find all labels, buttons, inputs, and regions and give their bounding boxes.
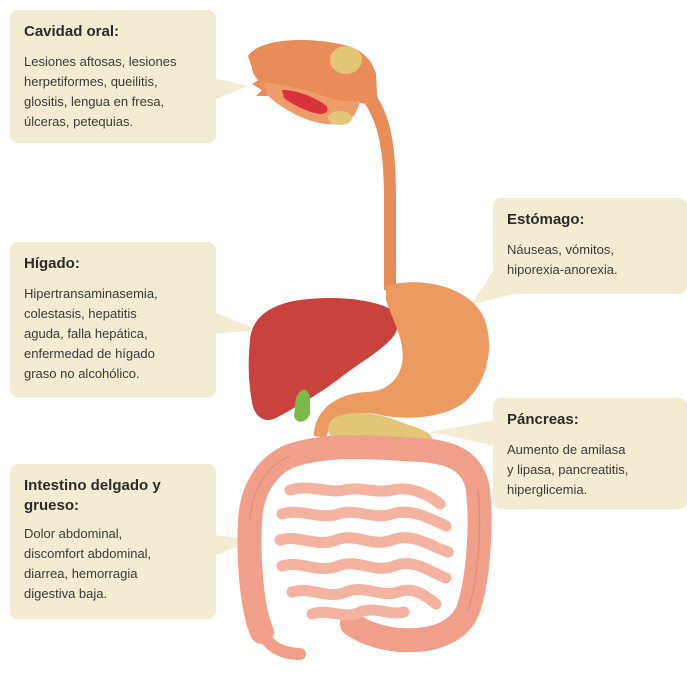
liver-text: Hipertransaminasemia, colestasis, hepati… <box>24 284 202 384</box>
oral-callout-pointer <box>214 78 248 100</box>
intestine-title: Intestino delgado y grueso: <box>24 476 202 516</box>
liver-callout: Hígado: Hipertransaminasemia, colestasis… <box>10 242 216 397</box>
oral-cavity-illustration <box>248 40 378 125</box>
pancreas-title: Páncreas: <box>507 410 673 430</box>
oral-cavity-callout: Cavidad oral: Lesiones aftosas, lesiones… <box>10 10 216 143</box>
liver-title: Hígado: <box>24 254 202 274</box>
intestine-callout: Intestino delgado y grueso: Dolor abdomi… <box>10 464 216 619</box>
pancreas-text: Aumento de amilasa y lipasa, pancreatiti… <box>507 440 673 500</box>
stomach-callout: Estómago: Náuseas, vómitos, hiporexia-an… <box>493 198 687 294</box>
liver-callout-pointer <box>214 312 258 334</box>
pancreas-callout: Páncreas: Aumento de amilasa y lipasa, p… <box>493 398 687 509</box>
small-intestine <box>280 488 448 615</box>
stomach-text: Náuseas, vómitos, hiporexia-anorexia. <box>507 240 673 280</box>
stomach-title: Estómago: <box>507 210 673 230</box>
oral-cavity-text: Lesiones aftosas, lesiones herpetiformes… <box>24 52 202 132</box>
intestine-text: Dolor abdominal, discomfort abdominal, d… <box>24 524 202 604</box>
esophagus <box>362 90 396 290</box>
oral-cavity-title: Cavidad oral: <box>24 22 202 42</box>
